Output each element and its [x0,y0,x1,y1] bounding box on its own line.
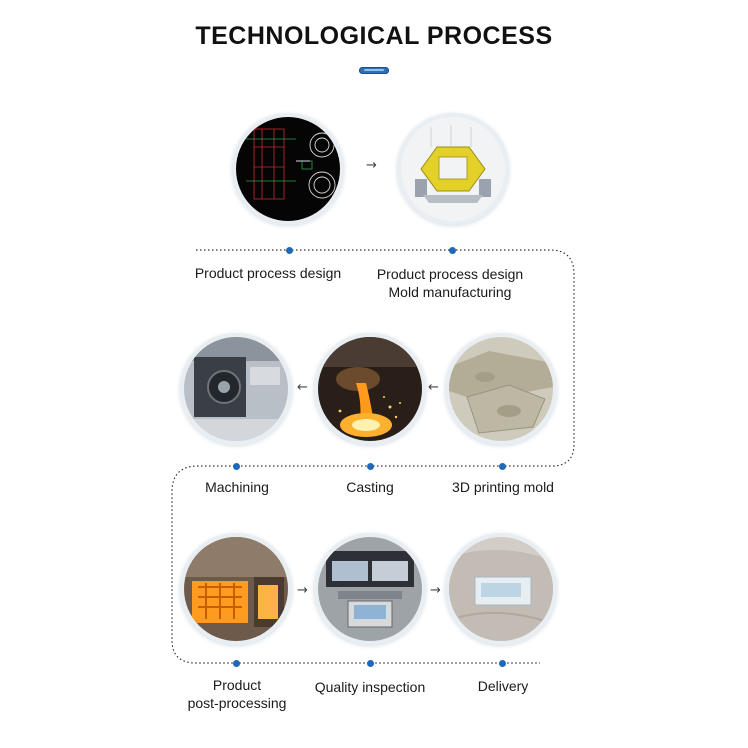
step-marker-dot [367,660,374,667]
arrow-right-icon: → [366,159,377,172]
arrow-left-icon: ← [428,381,439,394]
step-image-post-processing [184,537,288,641]
step-marker-dot [233,660,240,667]
step-label-product-post-processing: Product post-processing [177,676,297,712]
arrow-left-icon: ← [297,381,308,394]
step-label-quality-inspection: Quality inspection [300,678,440,696]
step-marker-dot [499,660,506,667]
step-marker-dot [499,463,506,470]
step-label-3d-printing-mold: 3D printing mold [443,478,563,496]
step-marker-dot [367,463,374,470]
step-marker-dot [286,247,293,254]
step-image-3d-printed-mold [449,337,553,441]
arrow-right-icon: → [297,584,308,597]
step-image-mold-model [401,117,505,221]
step-label-casting: Casting [310,478,430,496]
step-label-mold-manufacturing: Product process design Mold manufacturin… [350,265,550,301]
step-image-delivery [449,537,553,641]
step-image-cad-drawing [236,117,340,221]
step-image-quality-inspection [318,537,422,641]
arrow-right-icon: → [430,584,441,597]
step-image-machining [184,337,288,441]
step-marker-dot [233,463,240,470]
step-label-delivery: Delivery [443,677,563,695]
step-image-casting [318,337,422,441]
step-marker-dot [449,247,456,254]
step-label-machining: Machining [177,478,297,496]
step-label-product-process-design: Product process design [168,264,368,282]
